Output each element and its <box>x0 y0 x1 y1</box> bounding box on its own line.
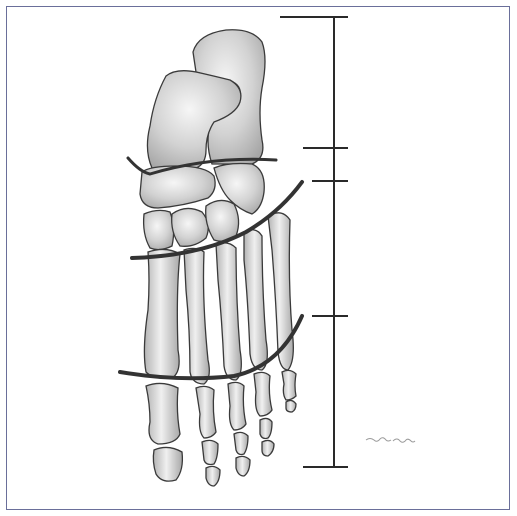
toe-4-middle-phalanx <box>260 418 272 438</box>
medial-cuneiform-bone <box>144 210 174 249</box>
toe-2-middle-phalanx <box>202 440 218 464</box>
toe-3-distal-phalanx <box>236 456 250 476</box>
toe-4-proximal-phalanx <box>254 372 272 416</box>
toe-2-proximal-phalanx <box>196 386 216 438</box>
metatarsal-3-bone <box>216 243 241 380</box>
toe-3-proximal-phalanx <box>228 382 246 430</box>
toe-3-middle-phalanx <box>234 432 248 454</box>
toe-4-distal-phalanx <box>262 440 274 456</box>
hallux-proximal-phalanx <box>146 383 180 444</box>
toe-2-distal-phalanx <box>206 466 220 486</box>
metatarsal-4-bone <box>244 230 267 370</box>
intermediate-cuneiform-bone <box>172 208 209 246</box>
toe-5-distal-phalanx <box>286 400 296 412</box>
hallux-distal-phalanx <box>153 447 182 481</box>
toe-5-proximal-phalanx <box>282 370 296 400</box>
lateral-cuneiform-bone <box>206 200 239 241</box>
metatarsal-1-bone <box>144 249 180 378</box>
metatarsal-2-bone <box>184 248 209 384</box>
metatarsal-5-bone <box>268 213 293 370</box>
artist-signature <box>366 438 415 443</box>
